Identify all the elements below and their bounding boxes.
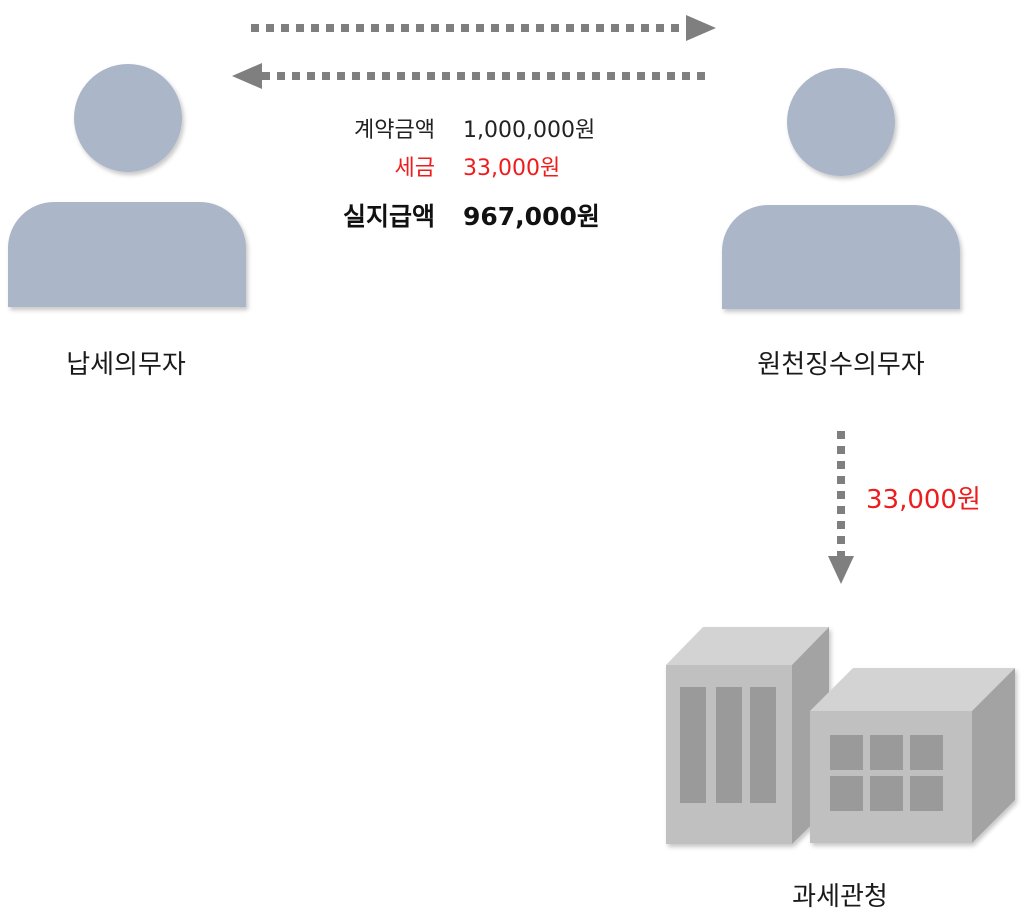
arrow-left-icon (232, 63, 708, 89)
arrow-down-icon (828, 431, 854, 584)
tax-office-building-icon (666, 627, 1015, 844)
tax-amount-row: 세금 33,000원 (0, 150, 1031, 181)
net-amount-value: 967,000원 (463, 202, 600, 231)
contract-amount-value: 1,000,000원 (463, 118, 596, 143)
contract-amount-row: 계약금액 1,000,000원 (0, 112, 1031, 143)
net-amount-label: 실지급액 (342, 202, 435, 231)
contract-amount-label: 계약금액 (354, 118, 435, 143)
taxpayer-person-icon (8, 64, 246, 307)
withholder-person-icon (722, 68, 960, 309)
taxpayer-label: 납세의무자 (66, 350, 186, 380)
net-amount-row: 실지급액 967,000원 (0, 197, 1031, 231)
tax-amount-value: 33,000원 (463, 156, 561, 181)
tax-office-label: 과세관청 (792, 882, 888, 912)
tax-amount-label: 세금 (394, 156, 435, 181)
remitted-tax-amount: 33,000원 (866, 485, 981, 515)
withholder-label: 원천징수의무자 (757, 350, 925, 380)
arrow-right-icon (251, 15, 716, 41)
